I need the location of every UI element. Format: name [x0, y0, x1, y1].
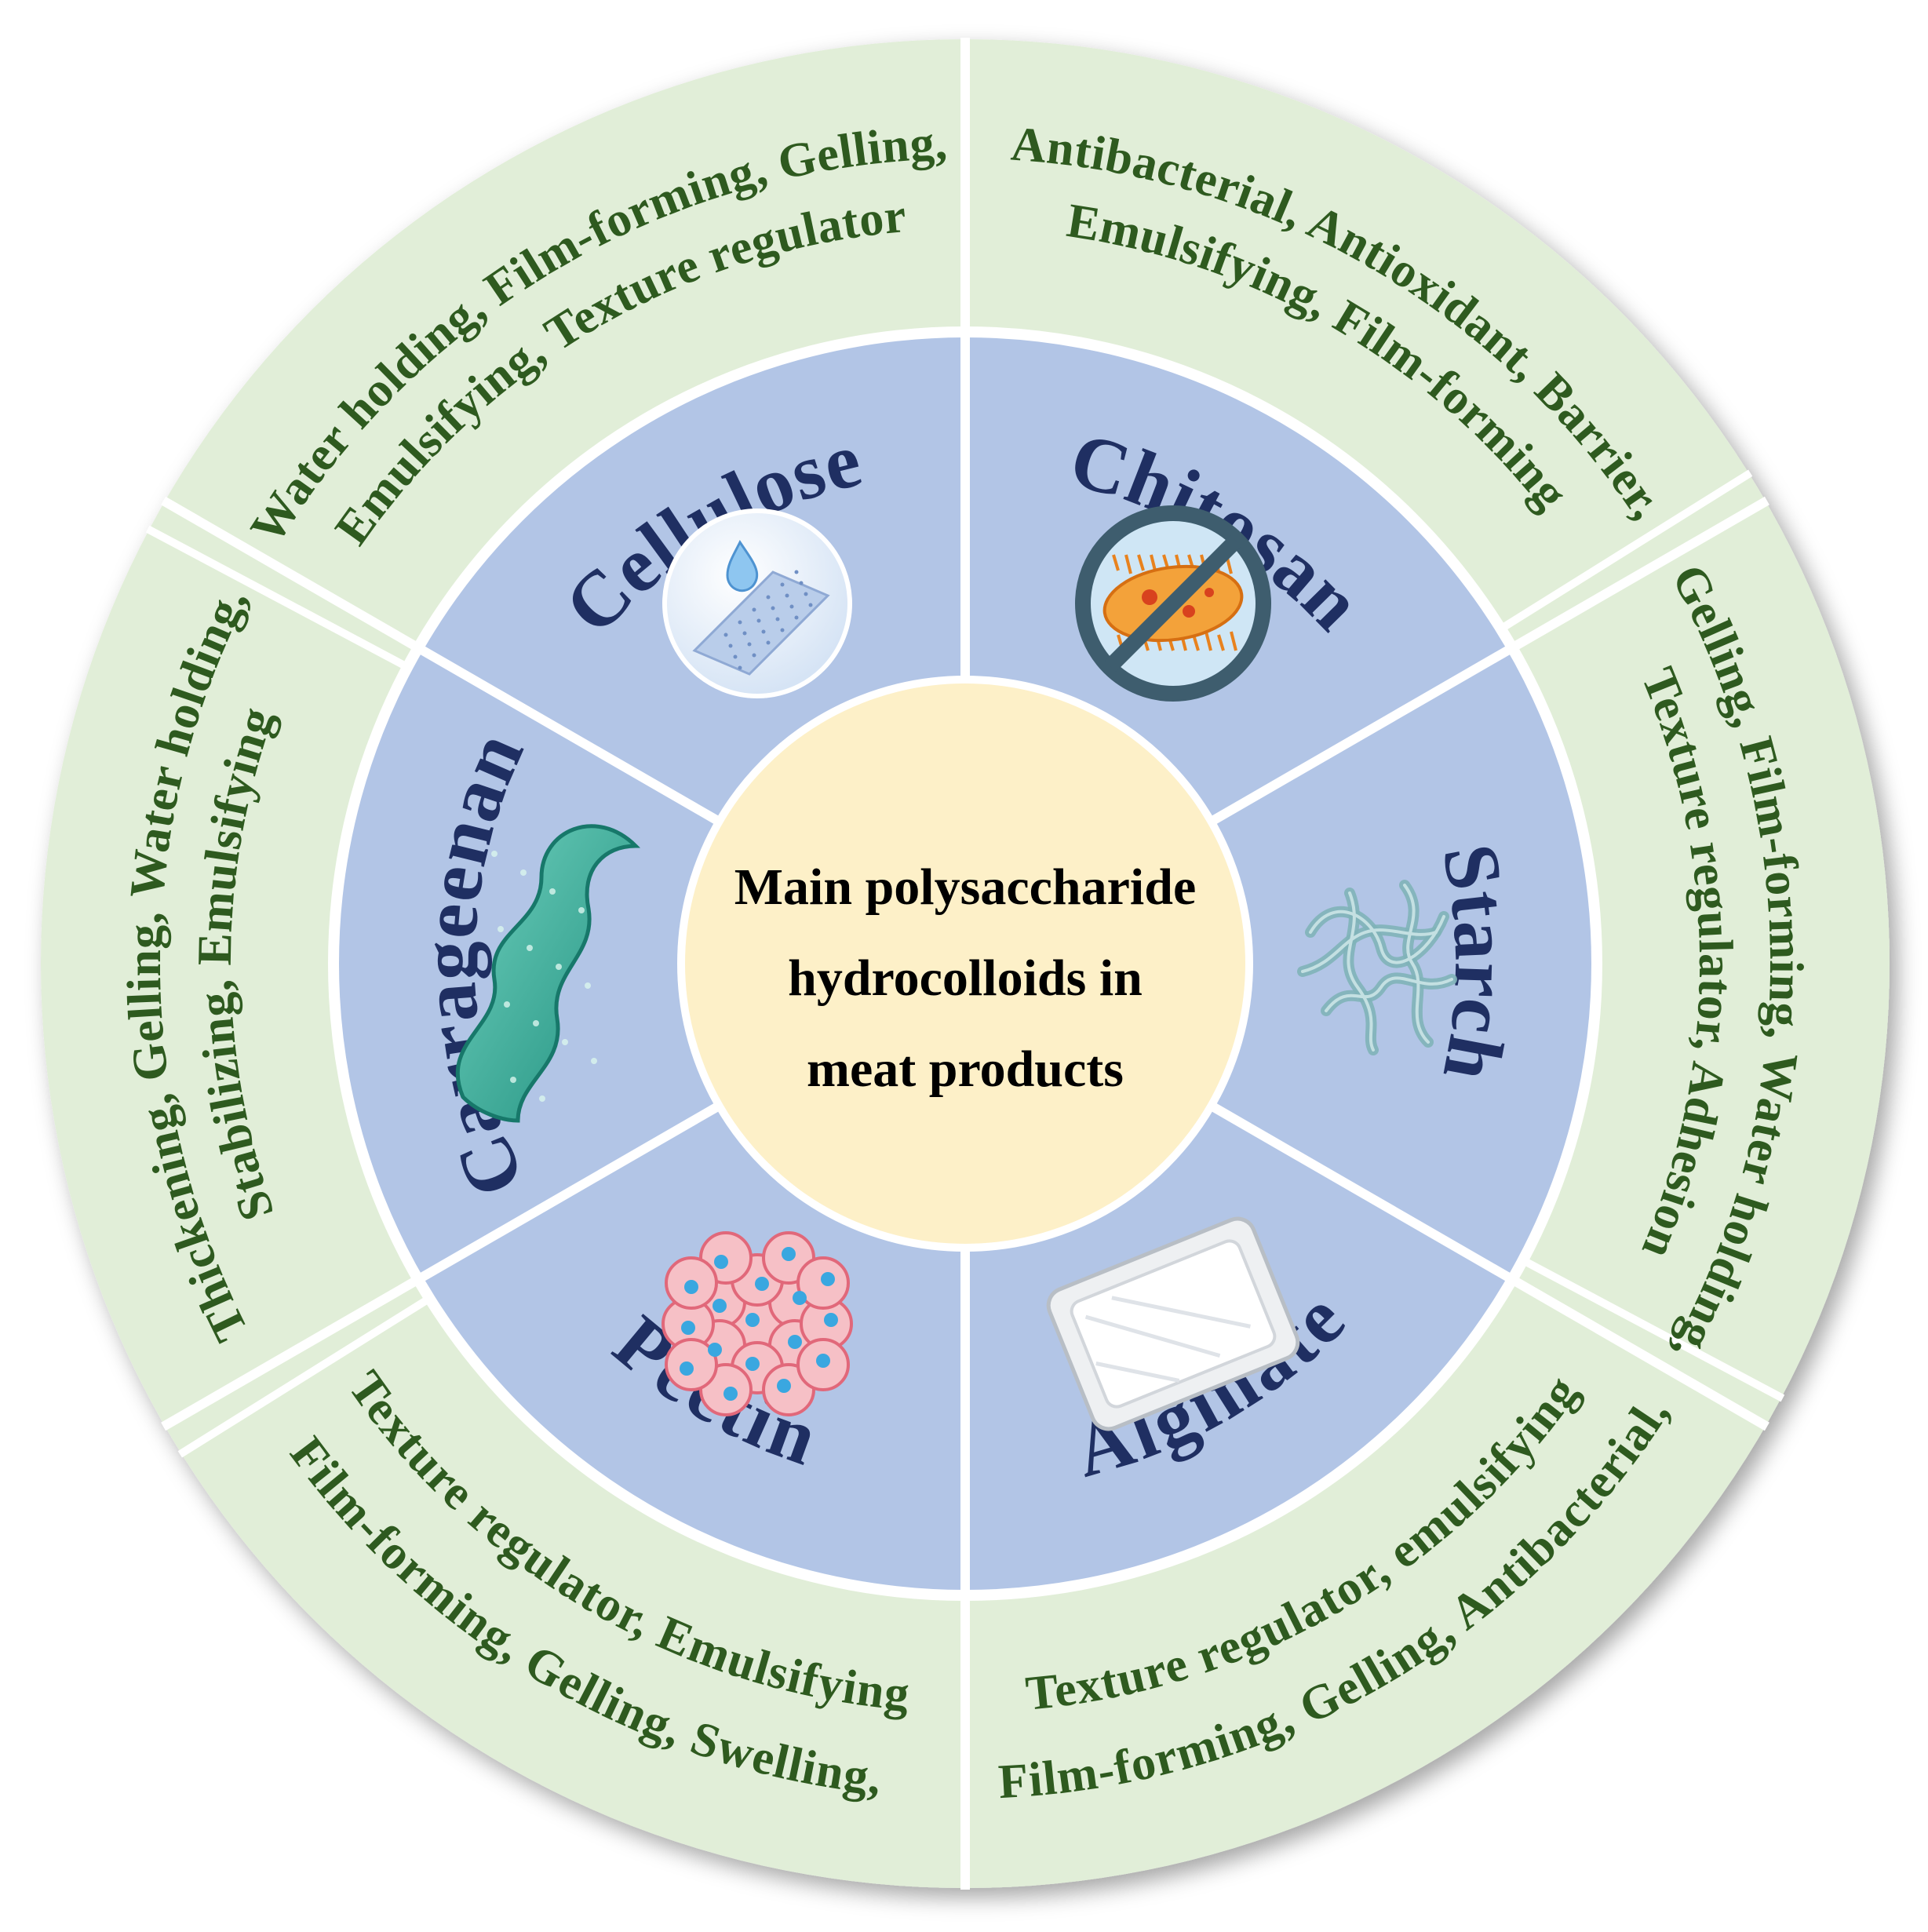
starch-granule-icon	[1297, 880, 1457, 1055]
segment-separators	[145, 38, 1785, 1890]
inner-spoke-4	[161, 1100, 723, 1431]
inner-spoke-2	[1207, 1100, 1769, 1431]
center-line-3: meat products	[807, 1041, 1124, 1098]
center-line-2: hydrocolloids in	[788, 950, 1143, 1007]
wrapped-tray-icon	[1046, 1216, 1300, 1431]
seaweed-gel-icon	[455, 824, 641, 1123]
cell-cluster-icon	[661, 1231, 853, 1416]
water-drop-absorbent-pad-icon	[662, 509, 852, 698]
no-bacteria-icon	[1075, 505, 1271, 702]
outer-spoke-2	[177, 1295, 432, 1458]
center-title: Main polysaccharide hydrocolloids in mea…	[734, 858, 1197, 1098]
outer-spoke-0	[1499, 469, 1753, 632]
segment-name-starch: Starch	[1426, 837, 1525, 1090]
inner-spoke-1	[1207, 496, 1769, 827]
outer-spoke-1	[1521, 1256, 1785, 1402]
outer-spoke-3	[145, 525, 410, 671]
inner-spoke-5	[161, 496, 723, 827]
center-circle	[677, 676, 1253, 1252]
center-line-1: Main polysaccharide	[734, 858, 1197, 916]
